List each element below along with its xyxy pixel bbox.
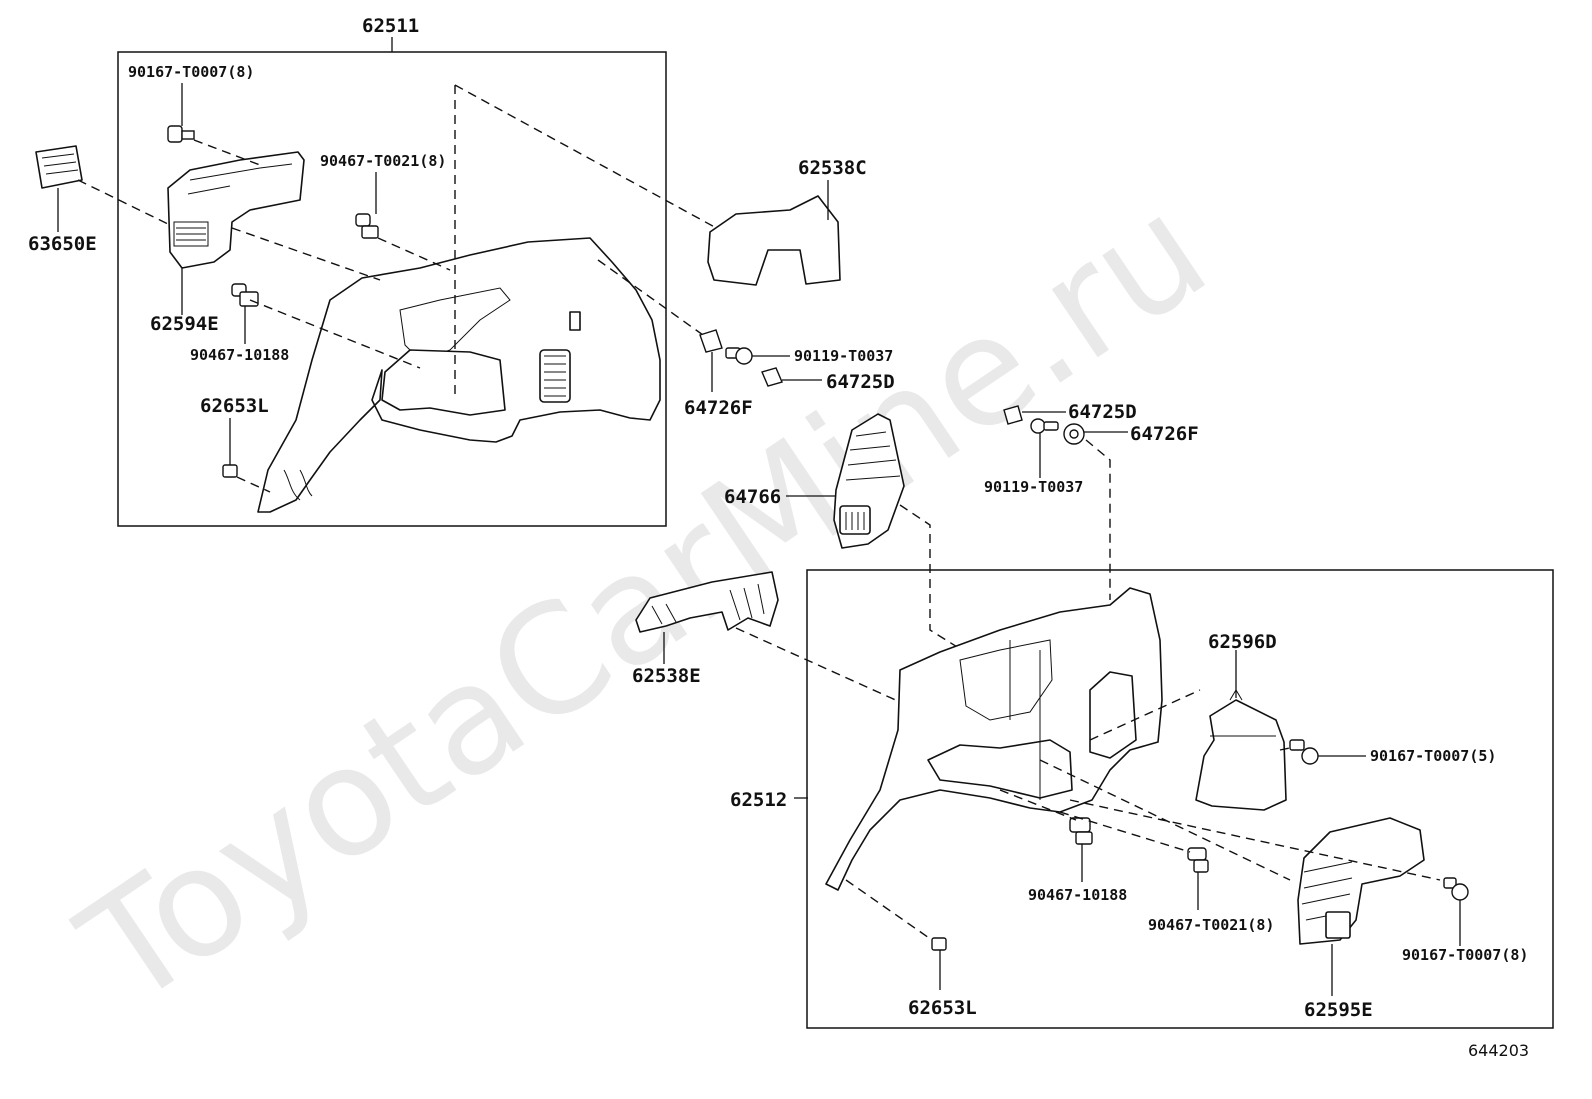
assembly-62511-label[interactable]: 62511	[362, 15, 419, 37]
assembly-62511: 62511 90167-T0007(8)	[117, 15, 721, 527]
part-62596D[interactable]	[1195, 689, 1287, 811]
assembly-62512-label[interactable]: 62512	[730, 789, 787, 811]
part-63650E[interactable]	[35, 145, 83, 189]
label-90167-T0007-8-top[interactable]: 90167-T0007(8)	[128, 63, 254, 81]
label-64766[interactable]: 64766	[724, 486, 781, 508]
quarter-trim-panel-lower[interactable]	[825, 587, 1163, 891]
label-90467-T0021-8-bot[interactable]: 90467-T0021(8)	[1148, 916, 1274, 934]
grommet-64726F-b[interactable]	[1063, 423, 1085, 445]
part-62538C[interactable]	[707, 195, 841, 286]
label-64726F-b[interactable]: 64726F	[1130, 423, 1199, 445]
label-90167-T0007-8-bot[interactable]: 90167-T0007(8)	[1402, 946, 1528, 964]
nut-64725D-a[interactable]	[761, 367, 783, 387]
label-90467-10188-bot[interactable]: 90467-10188	[1028, 886, 1127, 904]
part-62595E[interactable]	[1297, 817, 1425, 945]
label-90467-10188-top[interactable]: 90467-10188	[190, 346, 289, 364]
figure-number: 644203	[1468, 1041, 1529, 1060]
assembly-62512-frame	[806, 569, 1554, 1029]
clip-62653L-top[interactable]	[222, 464, 238, 478]
label-62595E[interactable]: 62595E	[1304, 999, 1373, 1021]
part-62538E[interactable]	[635, 571, 779, 633]
nut-64725D-b[interactable]	[1003, 405, 1023, 425]
part-64766[interactable]	[833, 413, 905, 549]
label-64725D-a[interactable]: 64725D	[826, 371, 895, 393]
label-63650E[interactable]: 63650E	[28, 233, 97, 255]
screw-90167-T0007-top[interactable]	[167, 125, 195, 143]
grommet-64726F-a[interactable]	[699, 329, 723, 353]
screw-90167-T0007-8-bot[interactable]	[1443, 877, 1469, 901]
clip-90467-10188-top[interactable]	[231, 283, 259, 307]
label-62538E[interactable]: 62538E	[632, 665, 701, 687]
label-90119-T0037-b[interactable]: 90119-T0037	[984, 478, 1083, 496]
watermark: ToyotaCarMine.ru	[52, 163, 1236, 1041]
screw-90167-T0007-5[interactable]	[1289, 739, 1319, 765]
screw-90119-T0037-b[interactable]	[1030, 418, 1059, 434]
clip-90467-10188-bot[interactable]	[1069, 817, 1093, 845]
clip-90467-T0021-bot[interactable]	[1187, 847, 1209, 873]
part-62594E[interactable]	[167, 151, 305, 269]
assembly-62512: 62596D 90167-T0007(5) 62595E 90167-T0007…	[730, 569, 1554, 1029]
label-62594E[interactable]: 62594E	[150, 313, 219, 335]
label-64725D-b[interactable]: 64725D	[1068, 401, 1137, 423]
label-90119-T0037-a[interactable]: 90119-T0037	[794, 347, 893, 365]
label-62653L-bot[interactable]: 62653L	[908, 997, 977, 1019]
screw-90119-T0037-a[interactable]	[725, 347, 753, 365]
label-62538C[interactable]: 62538C	[798, 157, 867, 179]
label-62596D[interactable]: 62596D	[1208, 631, 1277, 653]
label-64726F-a[interactable]: 64726F	[684, 397, 753, 419]
clip-90467-T0021-top[interactable]	[355, 213, 379, 239]
label-62653L-top[interactable]: 62653L	[200, 395, 269, 417]
label-90167-T0007-5[interactable]: 90167-T0007(5)	[1370, 747, 1496, 765]
label-90467-T0021-8-top[interactable]: 90467-T0021(8)	[320, 152, 446, 170]
clip-62653L-bot[interactable]	[931, 937, 947, 951]
